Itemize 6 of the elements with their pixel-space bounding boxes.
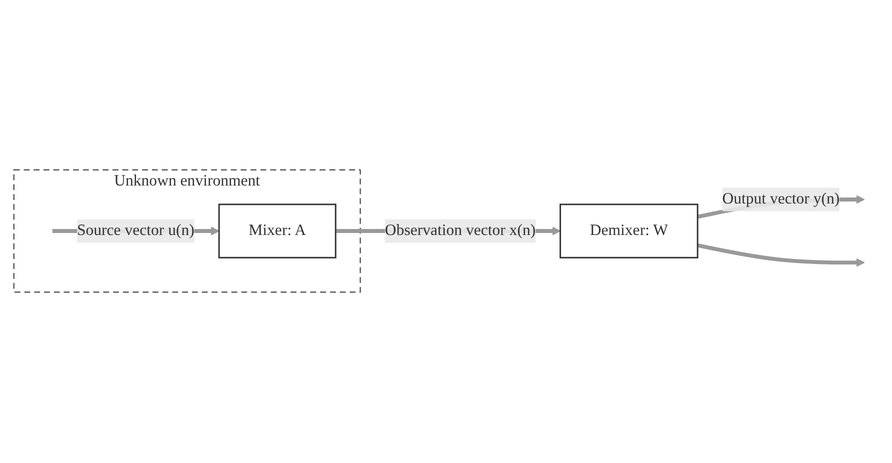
- arrow: [697, 244, 865, 268]
- node-box: Mixer: A: [218, 204, 336, 259]
- node-box: Demixer: W: [560, 204, 698, 259]
- edge-label: Output vector y(n): [722, 191, 840, 208]
- edge-label: Source vector u(n): [77, 222, 194, 240]
- edge-label: Observation vector x(n): [384, 222, 536, 240]
